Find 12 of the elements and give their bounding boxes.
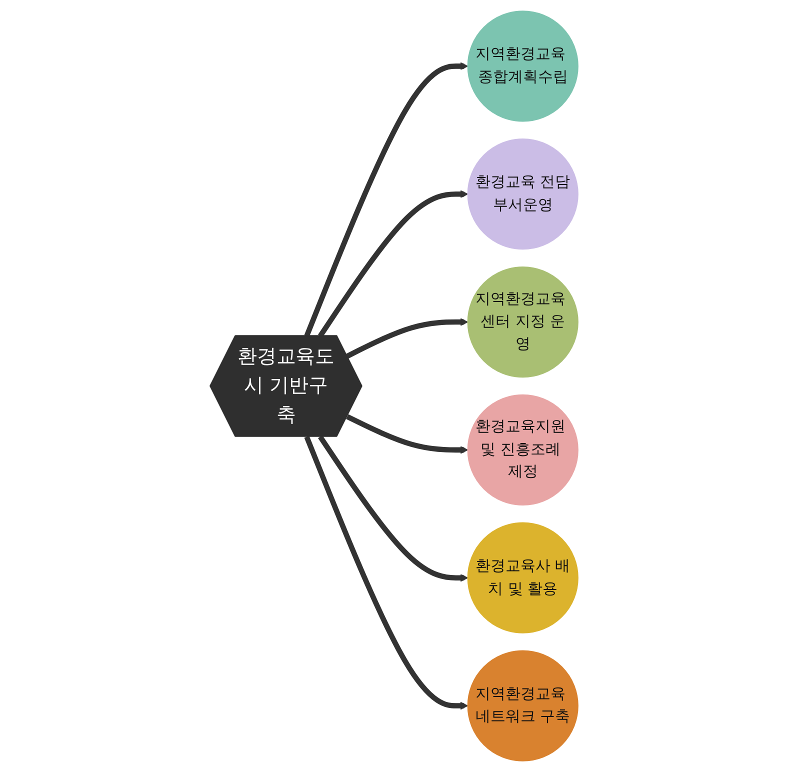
arrow [346, 318, 468, 359]
node-circle: 환경교육 전담부서운영 [467, 138, 578, 250]
arrow [318, 190, 468, 338]
node-circle: 지역환경교육 센터 지정 운영 [467, 266, 578, 378]
node-circle: 환경교육지원 및 진흥조례 제정 [467, 394, 578, 506]
arrow [304, 62, 468, 338]
arrow [304, 436, 468, 710]
node-circle: 지역환경교육 종합계획수립 [467, 10, 578, 122]
node-circle: 지역환경교육 네트워크 구축 [467, 650, 578, 762]
arrow [318, 435, 468, 582]
arrow [346, 414, 468, 454]
node-circle: 환경교육사 배치 및 활용 [467, 522, 578, 634]
